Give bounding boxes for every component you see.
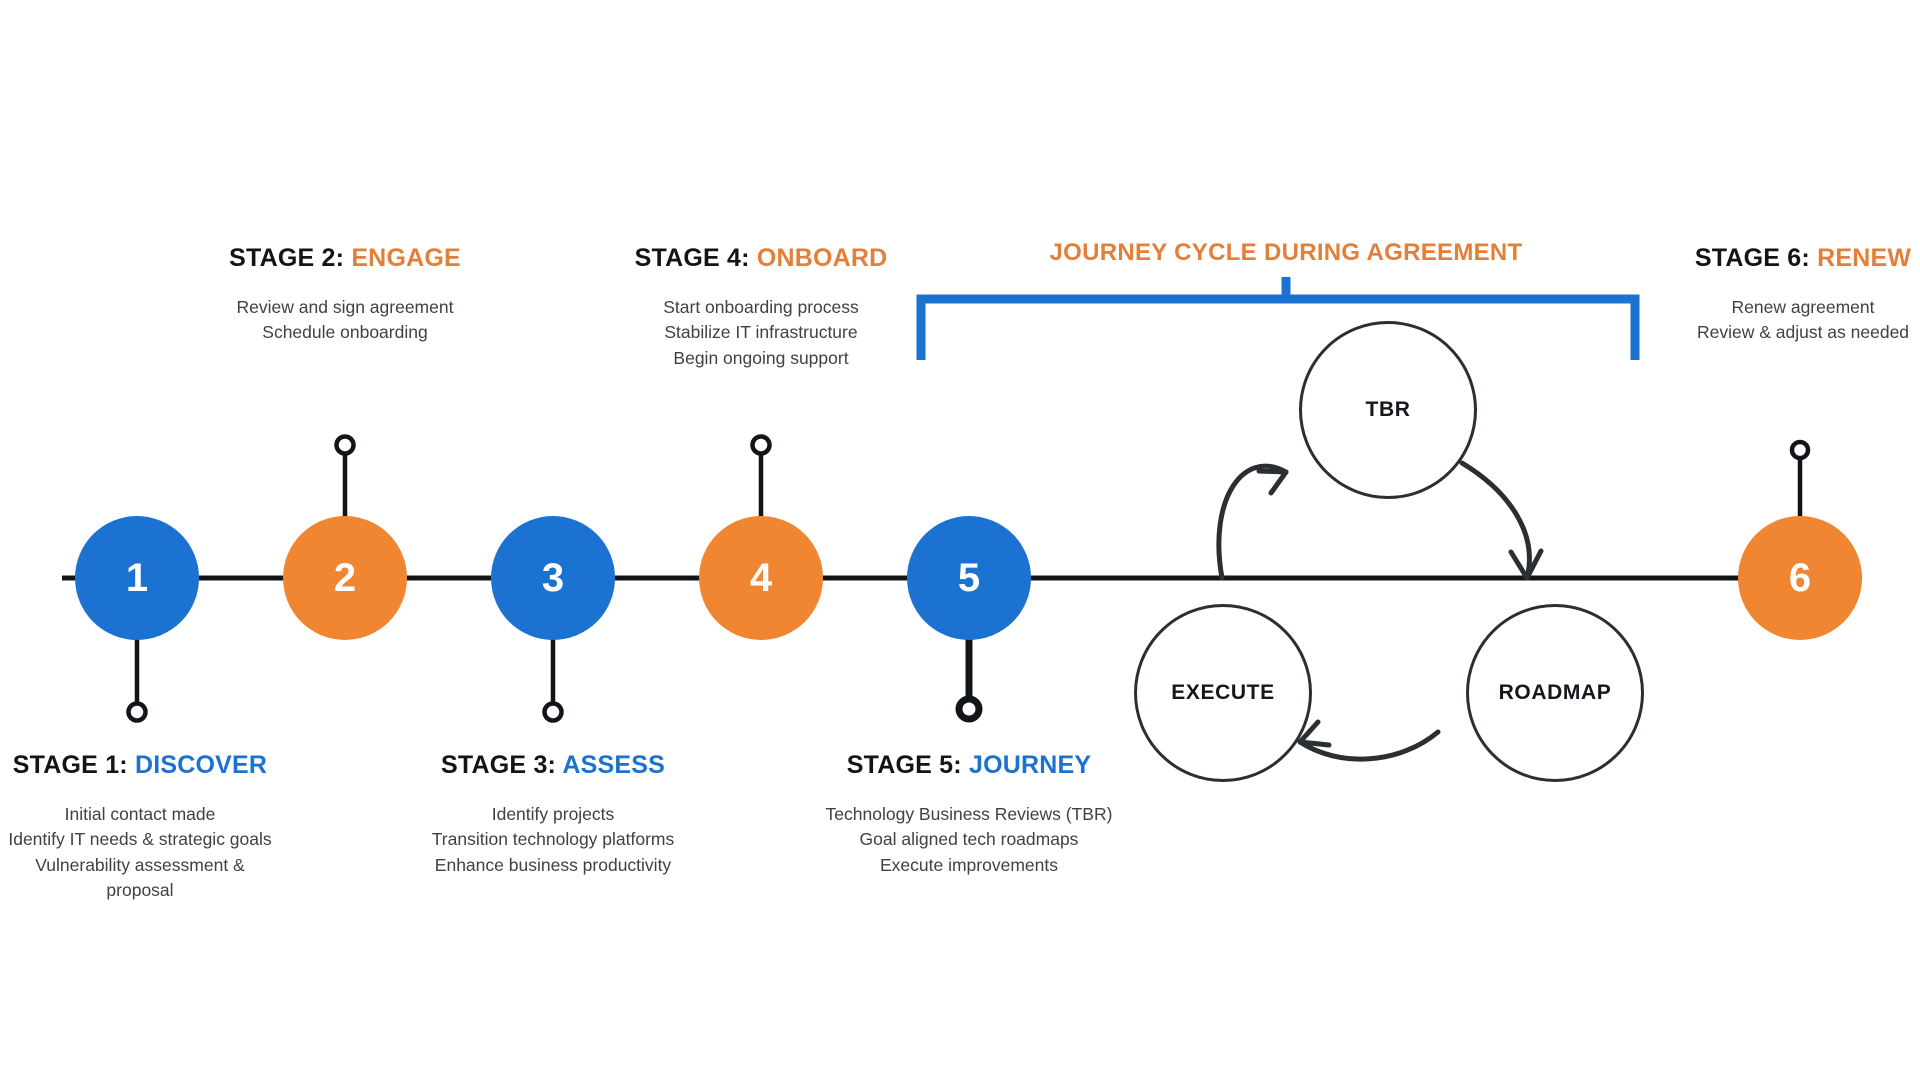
stage-label-3-description: Identify projects Transition technology … bbox=[431, 803, 675, 875]
stage-label-6: STAGE 6: RENEW Renew agreement Review & … bbox=[1638, 244, 1920, 346]
cycle-node-execute[interactable]: EXECUTE bbox=[1134, 604, 1312, 782]
stage-label-5: STAGE 5: JOURNEY Technology Business Rev… bbox=[804, 751, 1134, 878]
stage-label-4-description: Start onboarding process Stabilize IT in… bbox=[663, 296, 859, 368]
stage-label-1-title: STAGE 1: DISCOVER bbox=[0, 751, 305, 780]
stage-label-2-prefix: STAGE 2: bbox=[229, 244, 345, 272]
cycle-node-tbr-label: TBR bbox=[1365, 398, 1411, 421]
stage-circle-5[interactable]: 5 bbox=[907, 516, 1031, 640]
stage-circle-1-number: 1 bbox=[125, 556, 149, 600]
stage-circle-1[interactable]: 1 bbox=[75, 516, 199, 640]
stage-label-1-name: DISCOVER bbox=[135, 751, 268, 779]
cycle-node-roadmap[interactable]: ROADMAP bbox=[1466, 604, 1644, 782]
stage-label-1-prefix: STAGE 1: bbox=[12, 751, 128, 779]
stage-label-5-name: JOURNEY bbox=[968, 751, 1092, 779]
stage-label-5-prefix: STAGE 5: bbox=[846, 751, 962, 779]
stage-circle-3-number: 3 bbox=[541, 556, 565, 600]
arrow-execute-to-tbr bbox=[1216, 463, 1289, 581]
stage-label-6-prefix: STAGE 6: bbox=[1694, 244, 1810, 272]
stage-circle-4-number: 4 bbox=[749, 556, 773, 600]
stage-label-2-name: ENGAGE bbox=[351, 244, 461, 272]
stage-label-5-description: Technology Business Reviews (TBR) Goal a… bbox=[825, 803, 1113, 875]
stage-label-4-prefix: STAGE 4: bbox=[634, 244, 750, 272]
stage-label-6-description: Renew agreement Review & adjust as neede… bbox=[1696, 296, 1910, 343]
stage-label-3: STAGE 3: ASSESS Identify projects Transi… bbox=[388, 751, 718, 878]
stage-label-4: STAGE 4: ONBOARD Start onboarding proces… bbox=[596, 244, 926, 371]
stage-label-2-title: STAGE 2: ENGAGE bbox=[180, 244, 510, 273]
stage-label-4-title: STAGE 4: ONBOARD bbox=[596, 244, 926, 273]
stage-circle-3[interactable]: 3 bbox=[491, 516, 615, 640]
stage-label-2-description: Review and sign agreement Schedule onboa… bbox=[236, 296, 454, 343]
stage-circle-4[interactable]: 4 bbox=[699, 516, 823, 640]
journey-cycle-bracket bbox=[916, 277, 1640, 360]
arrow-roadmap-to-execute bbox=[1297, 719, 1441, 762]
stage-label-3-title: STAGE 3: ASSESS bbox=[388, 751, 718, 780]
stage-label-6-title: STAGE 6: RENEW bbox=[1638, 244, 1920, 273]
stage-circle-2[interactable]: 2 bbox=[283, 516, 407, 640]
stage-label-2: STAGE 2: ENGAGE Review and sign agreemen… bbox=[180, 244, 510, 346]
arrow-tbr-to-roadmap bbox=[1459, 460, 1544, 581]
cycle-node-roadmap-label: ROADMAP bbox=[1498, 681, 1612, 704]
stage-label-6-name: RENEW bbox=[1817, 244, 1912, 272]
stage-circle-6[interactable]: 6 bbox=[1738, 516, 1862, 640]
cycle-node-execute-label: EXECUTE bbox=[1171, 681, 1275, 704]
stage-label-5-title: STAGE 5: JOURNEY bbox=[804, 751, 1134, 780]
stage-circle-5-number: 5 bbox=[957, 556, 981, 600]
stage-label-1-description: Initial contact made Identify IT needs &… bbox=[8, 803, 272, 901]
stage-circle-6-number: 6 bbox=[1788, 556, 1812, 600]
stage-label-4-name: ONBOARD bbox=[756, 244, 888, 272]
journey-cycle-title: JOURNEY CYCLE DURING AGREEMENT bbox=[1049, 239, 1523, 266]
stage-label-1: STAGE 1: DISCOVER Initial contact made I… bbox=[0, 751, 305, 904]
stage-circle-2-number: 2 bbox=[333, 556, 357, 600]
stage-label-3-name: ASSESS bbox=[562, 751, 665, 779]
cycle-node-tbr[interactable]: TBR bbox=[1299, 321, 1477, 499]
stage-label-3-prefix: STAGE 3: bbox=[441, 751, 557, 779]
